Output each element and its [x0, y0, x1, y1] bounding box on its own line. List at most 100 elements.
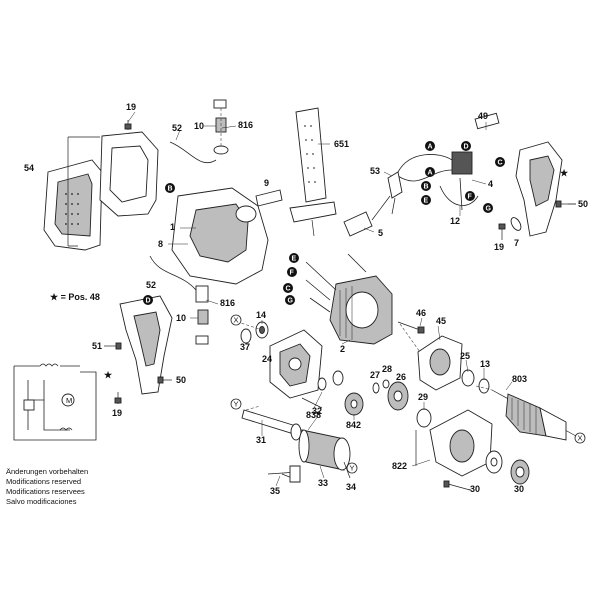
callout-g-2: G [285, 295, 295, 305]
label-7: 7 [514, 238, 519, 248]
bearing-30-front [485, 450, 503, 474]
svg-text:C: C [286, 286, 291, 293]
label-651: 651 [334, 139, 349, 149]
label-54: 54 [24, 163, 34, 173]
label-14: 14 [256, 310, 266, 320]
label-5: 5 [378, 228, 383, 238]
legend-pos-48: ★ = Pos. 48 [50, 292, 100, 302]
svg-text:D: D [146, 298, 151, 305]
callout-f-2: F [287, 267, 297, 277]
brush-holder-816-top [213, 99, 229, 155]
label-816-lower: 816 [220, 298, 235, 308]
auxiliary-handle-651 [289, 107, 337, 237]
svg-text:X: X [234, 316, 239, 325]
label-50-right: 50 [578, 199, 588, 209]
part-labels: 19 816 10 52 651 54 9 1 8 49 53 4 12 5 5… [24, 102, 588, 496]
label-19-left: 19 [112, 408, 122, 418]
label-29: 29 [418, 392, 428, 402]
marker-y-1: Y [230, 398, 242, 410]
svg-text:A: A [428, 170, 433, 177]
callout-d-1: D [461, 141, 471, 151]
svg-text:★: ★ [104, 370, 113, 380]
bracket-54 [67, 136, 100, 247]
screw-19-left [114, 392, 122, 404]
callouts: A A B B C C D D E E F F G G [143, 141, 505, 305]
svg-text:D: D [464, 144, 469, 151]
wire-52-top [169, 141, 217, 163]
handle-half-left [119, 295, 173, 395]
chuck-32 [298, 429, 351, 471]
chuck-key-35 [267, 465, 301, 483]
svg-text:F: F [468, 194, 473, 201]
note-en: Modifications reserved [6, 477, 81, 486]
label-27: 27 [370, 370, 380, 380]
cable-53 [387, 171, 403, 215]
svg-text:Y: Y [234, 400, 239, 409]
label-30-seal: 30 [514, 484, 524, 494]
seal-30 [510, 459, 530, 485]
svg-text:A: A [428, 144, 433, 151]
spindle-31 [241, 409, 302, 441]
handle-shell-54 [43, 159, 103, 251]
label-24: 24 [262, 354, 272, 364]
callout-c-1: C [495, 157, 505, 167]
label-8: 8 [158, 239, 163, 249]
label-19-right: 19 [494, 242, 504, 252]
screw-50-left [157, 376, 172, 384]
label-4: 4 [488, 179, 493, 189]
switch-4 [451, 112, 500, 175]
bearing-25 [461, 369, 475, 387]
label-35: 35 [270, 486, 280, 496]
pinion-838 [301, 370, 344, 409]
gear-842 [344, 392, 364, 416]
label-822: 822 [392, 461, 407, 471]
label-49: 49 [478, 111, 488, 121]
svg-text:E: E [292, 256, 297, 263]
svg-text:B: B [424, 184, 429, 191]
screw-19-right [498, 223, 506, 240]
svg-text:E: E [424, 198, 429, 205]
label-52-lower: 52 [146, 280, 156, 290]
label-37: 37 [240, 342, 250, 352]
screw-46 [397, 321, 425, 334]
wiring-schematic: M [13, 363, 97, 441]
label-50-left: 50 [176, 375, 186, 385]
brush-holder-816-lower [195, 285, 209, 345]
label-52-top: 52 [172, 123, 182, 133]
svg-text:X: X [578, 434, 583, 443]
label-9: 9 [264, 178, 269, 188]
armature-803 [491, 389, 577, 441]
screw-51 [104, 342, 122, 350]
end-shield-45 [417, 335, 463, 391]
marker-x-1: X [230, 314, 242, 326]
star-markers: ★ ★ [104, 168, 569, 380]
plug-5 [343, 195, 391, 237]
lead-wires [305, 253, 367, 313]
callout-g-1: G [483, 203, 493, 213]
screw-19-top [124, 120, 132, 130]
axis-markers: X X Y Y [230, 314, 586, 474]
callout-b-2: B [421, 181, 431, 191]
label-30-bottom: 30 [470, 484, 480, 494]
svg-text:G: G [486, 206, 492, 213]
label-26: 26 [396, 372, 406, 382]
label-34: 34 [346, 482, 356, 492]
note-de: Änderungen vorbehalten [6, 467, 88, 476]
callout-a-2: A [425, 167, 435, 177]
label-1: 1 [170, 222, 175, 232]
note-fr: Modifications reservees [6, 487, 85, 496]
label-46: 46 [416, 308, 426, 318]
svg-text:B: B [168, 186, 173, 193]
notes-block: Änderungen vorbehalten Modifications res… [6, 467, 88, 506]
svg-text:★: ★ [560, 168, 569, 178]
part-27-28 [372, 379, 390, 394]
label-19-top: 19 [126, 102, 136, 112]
gear-housing-822 [429, 409, 493, 477]
screw-30-bottom [443, 480, 471, 491]
label-25: 25 [460, 351, 470, 361]
svg-text:G: G [288, 298, 294, 305]
label-31: 31 [256, 435, 266, 445]
label-45: 45 [436, 316, 446, 326]
label-13: 13 [480, 359, 490, 369]
